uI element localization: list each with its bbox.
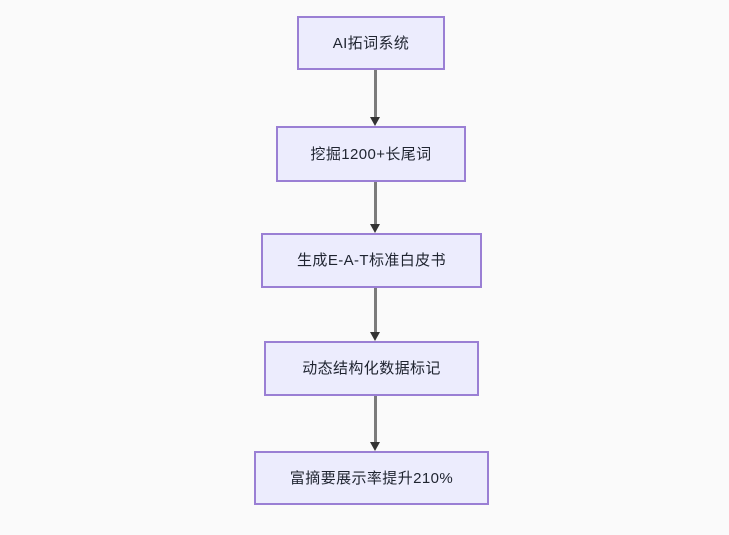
arrow-down-icon [370, 442, 380, 451]
arrow-down-icon [370, 224, 380, 233]
connector-line [374, 396, 377, 443]
connector-line [374, 182, 377, 225]
flow-node-ai-keyword-system[interactable]: AI拓词系统 [297, 16, 445, 70]
flow-connector-n1-n2 [370, 182, 381, 233]
flow-node-label: 生成E-A-T标准白皮书 [297, 252, 446, 269]
connector-line [374, 288, 377, 333]
flow-node-rich-snippet-impression-lift[interactable]: 富摘要展示率提升210% [254, 451, 489, 505]
flow-node-label: AI拓词系统 [332, 34, 410, 52]
flow-node-label: 挖掘1200+长尾词 [310, 145, 432, 163]
arrow-down-icon [370, 117, 380, 126]
flow-node-label: 富摘要展示率提升210% [289, 469, 454, 487]
flow-connector-n2-n3 [370, 288, 381, 341]
arrow-down-icon [370, 332, 380, 341]
flow-node-mine-longtail-keywords[interactable]: 挖掘1200+长尾词 [276, 126, 466, 182]
flow-connector-n0-n1 [370, 70, 381, 126]
connector-line [374, 70, 377, 118]
flow-connector-n3-n4 [370, 396, 381, 451]
flow-node-generate-eat-whitepaper[interactable]: 生成E-A-T标准白皮书 [261, 233, 482, 288]
flow-node-label: 动态结构化数据标记 [302, 360, 441, 377]
flow-node-dynamic-structured-data-markup[interactable]: 动态结构化数据标记 [264, 341, 479, 396]
